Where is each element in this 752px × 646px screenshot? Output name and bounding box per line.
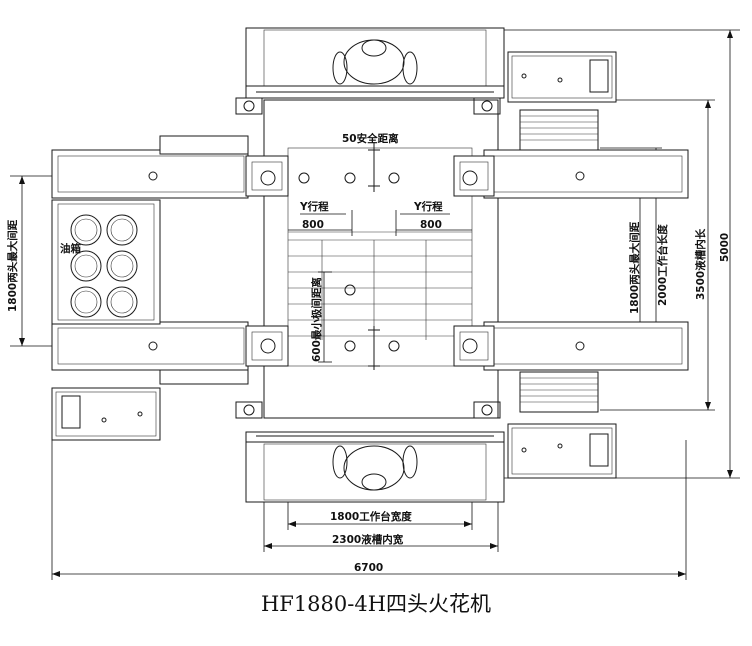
liquid-tank bbox=[263, 99, 499, 419]
table-width-label: 1800工作台宽度 bbox=[330, 510, 412, 523]
left-head-gap-label: 1800两头最大间距 bbox=[6, 219, 19, 312]
access-stairs bbox=[519, 109, 599, 413]
overall-height-label: 5000 bbox=[719, 233, 731, 262]
drawing-caption: HF1880-4H四头火花机 bbox=[260, 592, 492, 616]
overall-width-label: 6700 bbox=[354, 562, 383, 574]
tank-length-dimension bbox=[600, 99, 715, 411]
tank-width-label: 2300液槽内宽 bbox=[332, 533, 404, 546]
oil-tank bbox=[51, 135, 249, 385]
head-arm-top-left bbox=[51, 149, 356, 199]
overall-width-dimension bbox=[51, 440, 687, 580]
min-gap-dimension bbox=[318, 271, 332, 363]
head-arm-top-right bbox=[388, 149, 689, 199]
oil-tank-label: 油箱 bbox=[60, 242, 81, 255]
y-travel-dimensions bbox=[288, 210, 472, 236]
y-travel-left-value: 800 bbox=[302, 219, 324, 231]
y-travel-right-label: Y行程 bbox=[413, 200, 443, 213]
corner-fixtures bbox=[235, 97, 501, 419]
cabinet-bottom-left bbox=[51, 387, 161, 441]
right-head-gap-label: 1800两头最大间距 bbox=[628, 221, 641, 314]
table-length-label: 2000工作台长度 bbox=[656, 224, 669, 306]
y-travel-right-value: 800 bbox=[420, 219, 442, 231]
min-gap-label: 600最小极间距离 bbox=[310, 277, 323, 362]
head-arm-bottom-left bbox=[51, 284, 356, 371]
bottom-operator-platform bbox=[245, 431, 505, 503]
cabinet-bottom-right bbox=[507, 423, 617, 479]
y-travel-left-label: Y行程 bbox=[299, 200, 329, 213]
cabinet-top-right bbox=[507, 51, 617, 103]
head-arm-bottom-right bbox=[388, 321, 689, 371]
tank-length-label: 3500液槽内长 bbox=[694, 228, 707, 300]
top-operator-platform bbox=[245, 27, 505, 99]
safety-distance-label: 50安全距离 bbox=[342, 132, 399, 145]
